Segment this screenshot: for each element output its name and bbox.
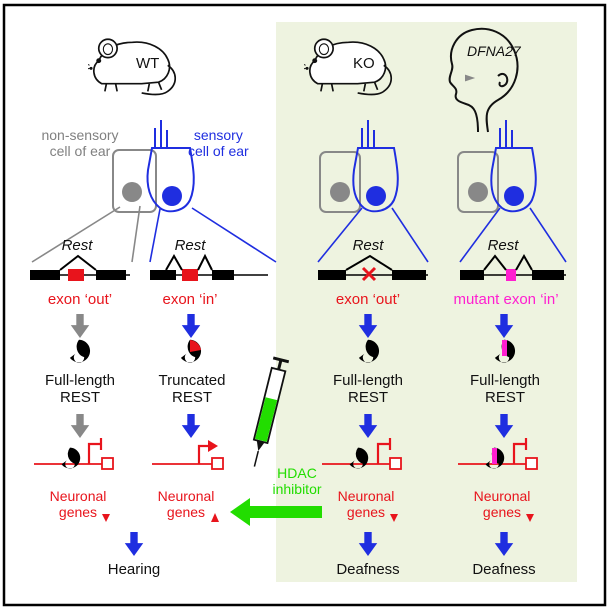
neuronal-gene-active	[152, 440, 224, 470]
exon-status-label: exon ‘out’	[335, 291, 401, 308]
outer-frame	[2, 3, 607, 607]
increase-marker-icon	[211, 513, 219, 522]
sensory-cell-wt	[146, 120, 195, 213]
organism-label-wt: WT	[136, 55, 160, 72]
sensory-cell-ko	[352, 120, 399, 213]
protein-label: Full-length REST	[332, 372, 404, 406]
outcome-label: Hearing	[107, 561, 161, 578]
zoom-lines-ko	[317, 207, 429, 263]
gene-name-label: Rest	[174, 237, 206, 254]
decrease-marker-icon	[102, 514, 534, 522]
arrow-down-icon	[70, 314, 90, 338]
neuronal-gene-repressed-wt	[34, 438, 114, 470]
human-head-icon	[448, 27, 519, 133]
zoom-lines-wt	[31, 205, 277, 263]
gene-name-label: Rest	[61, 237, 93, 254]
arrow-down-icon	[70, 414, 90, 438]
gene-name-label: Rest	[487, 237, 519, 254]
gene-name-label: Rest	[352, 237, 384, 254]
target-genes-label: Neuronal genes	[337, 488, 395, 520]
arrow-down-icon	[181, 414, 201, 438]
non-sensory-cell-label: non-sensory cell of ear	[41, 127, 119, 159]
syringe-icon	[252, 356, 290, 467]
arrow-left-icon	[230, 498, 322, 526]
exon-status-label: exon ‘out’	[47, 291, 113, 308]
organism-label-ko: KO	[353, 55, 375, 72]
non-sensory-cell-ko	[319, 151, 361, 213]
ko-human-panel	[276, 22, 577, 582]
gene-model-truncated	[150, 253, 268, 281]
sensory-cell-label: sensory cell of ear	[188, 127, 249, 159]
arrow-down-icon	[124, 532, 144, 556]
neuronal-gene-repressed-human	[458, 438, 538, 470]
target-genes-label: Neuronal genes	[473, 488, 531, 520]
rest-protein-full-wt	[69, 339, 91, 363]
neuronal-gene-repressed-ko	[322, 438, 402, 470]
gene-model-human	[460, 253, 566, 281]
sensory-cell-human	[490, 120, 537, 213]
exon-status-label: exon ‘in’	[162, 291, 218, 308]
hdac-inhibitor-label: HDAC inhibitor	[272, 465, 322, 497]
rest-protein-full-human	[494, 339, 516, 363]
gene-model-wt	[30, 254, 130, 281]
outcome-label: Deafness	[472, 561, 536, 578]
target-genes-label: Neuronal genes	[49, 488, 107, 520]
gene-model-ko	[318, 254, 428, 282]
exon-status-label: mutant exon ‘in’	[453, 291, 559, 308]
non-sensory-cell-human	[457, 151, 499, 213]
protein-label: Full-length REST	[44, 372, 116, 406]
rest-protein-truncated	[180, 339, 202, 363]
outcome-label: Deafness	[336, 561, 400, 578]
protein-label: Truncated REST	[158, 372, 226, 406]
protein-label: Full-length REST	[469, 372, 541, 406]
target-genes-label: Neuronal genes	[157, 488, 215, 520]
mouse-wt-icon	[88, 38, 177, 96]
organism-label-human: DFNA27	[467, 43, 521, 59]
non-sensory-cell-wt	[112, 149, 157, 213]
zoom-lines-human	[459, 207, 567, 263]
arrow-down-icon	[181, 314, 201, 338]
